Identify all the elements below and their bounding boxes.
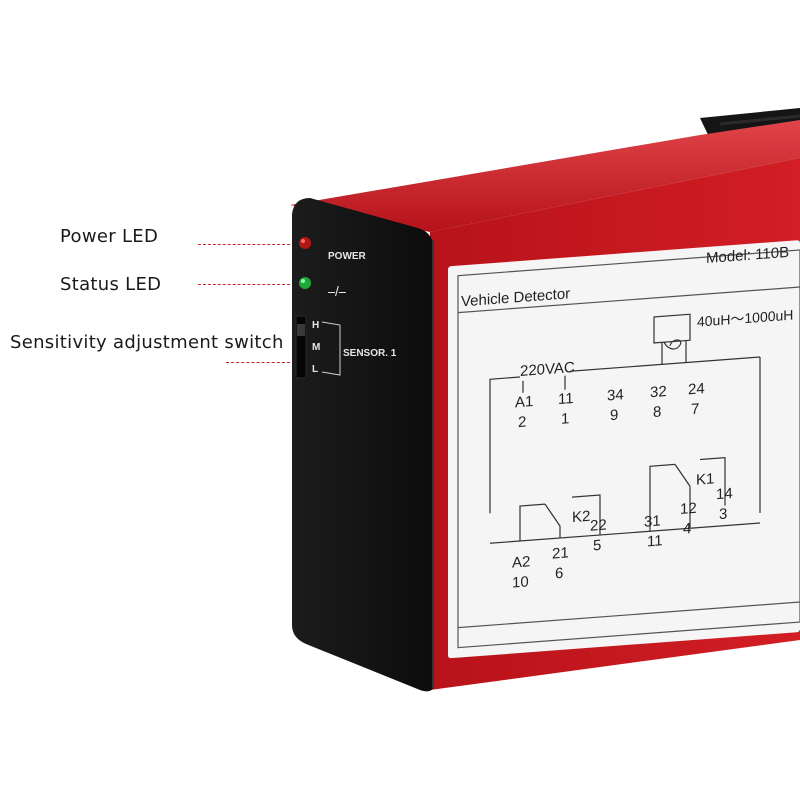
- status-led-icon: [299, 277, 311, 289]
- label-model: Model: 110B: [706, 244, 789, 267]
- terminal-name: 32: [650, 383, 667, 401]
- terminal-pin: 8: [653, 403, 661, 421]
- terminal-name: 21: [552, 544, 569, 562]
- terminal-pin: 11: [647, 532, 663, 550]
- terminal-pin: 1: [561, 410, 569, 428]
- label-inductance: 40uH～1000uH: [697, 307, 793, 330]
- terminal-name: 22: [590, 517, 607, 535]
- sensor-label: SENSOR. 1: [343, 348, 397, 359]
- switch-bracket: [321, 321, 341, 376]
- terminal-pin: 6: [555, 565, 563, 583]
- switch-position-m: M: [312, 342, 320, 353]
- callout-status-led: Status LED: [60, 274, 162, 295]
- power-label: POWER: [328, 251, 367, 262]
- leader-line-power: [198, 244, 290, 245]
- terminal-name: A1: [515, 393, 533, 411]
- switch-knob[interactable]: [297, 324, 305, 336]
- terminal-name: 12: [680, 500, 697, 518]
- switch-position-h: H: [312, 320, 319, 331]
- terminal-pin: 3: [719, 505, 727, 523]
- callout-sensitivity-switch: Sensitivity adjustment switch: [10, 332, 284, 353]
- switch-position-l: L: [312, 364, 318, 375]
- terminal-pin: 5: [593, 537, 601, 555]
- terminal-name: 11: [558, 390, 574, 408]
- terminal-pin: 2: [518, 414, 526, 432]
- terminal-pin: 10: [512, 573, 529, 591]
- leader-line-switch: [226, 362, 290, 363]
- terminal-pin: 4: [683, 520, 691, 538]
- power-led-icon: [299, 237, 311, 249]
- label-supply: 220VAC: [520, 359, 575, 380]
- housing-top-face: [290, 120, 800, 232]
- terminal-name: 24: [688, 380, 705, 398]
- leader-line-status: [198, 284, 290, 285]
- terminal-name: 14: [716, 485, 733, 503]
- terminal-name: 34: [607, 386, 624, 404]
- relay-k1: K1: [696, 470, 714, 488]
- label-background: [448, 240, 800, 659]
- relay-symbol-icon: ⎯/⎯: [328, 283, 346, 299]
- relay-k2: K2: [572, 508, 590, 526]
- terminal-name: A2: [512, 553, 530, 571]
- terminal-name: 31: [644, 512, 661, 530]
- front-panel: [292, 198, 434, 692]
- product-label: Model: 110B Vehicle Detector 40uH～1000uH…: [448, 240, 800, 659]
- terminal-pin: 9: [610, 407, 618, 425]
- callout-power-led: Power LED: [60, 226, 159, 247]
- terminal-pin: 7: [691, 401, 699, 419]
